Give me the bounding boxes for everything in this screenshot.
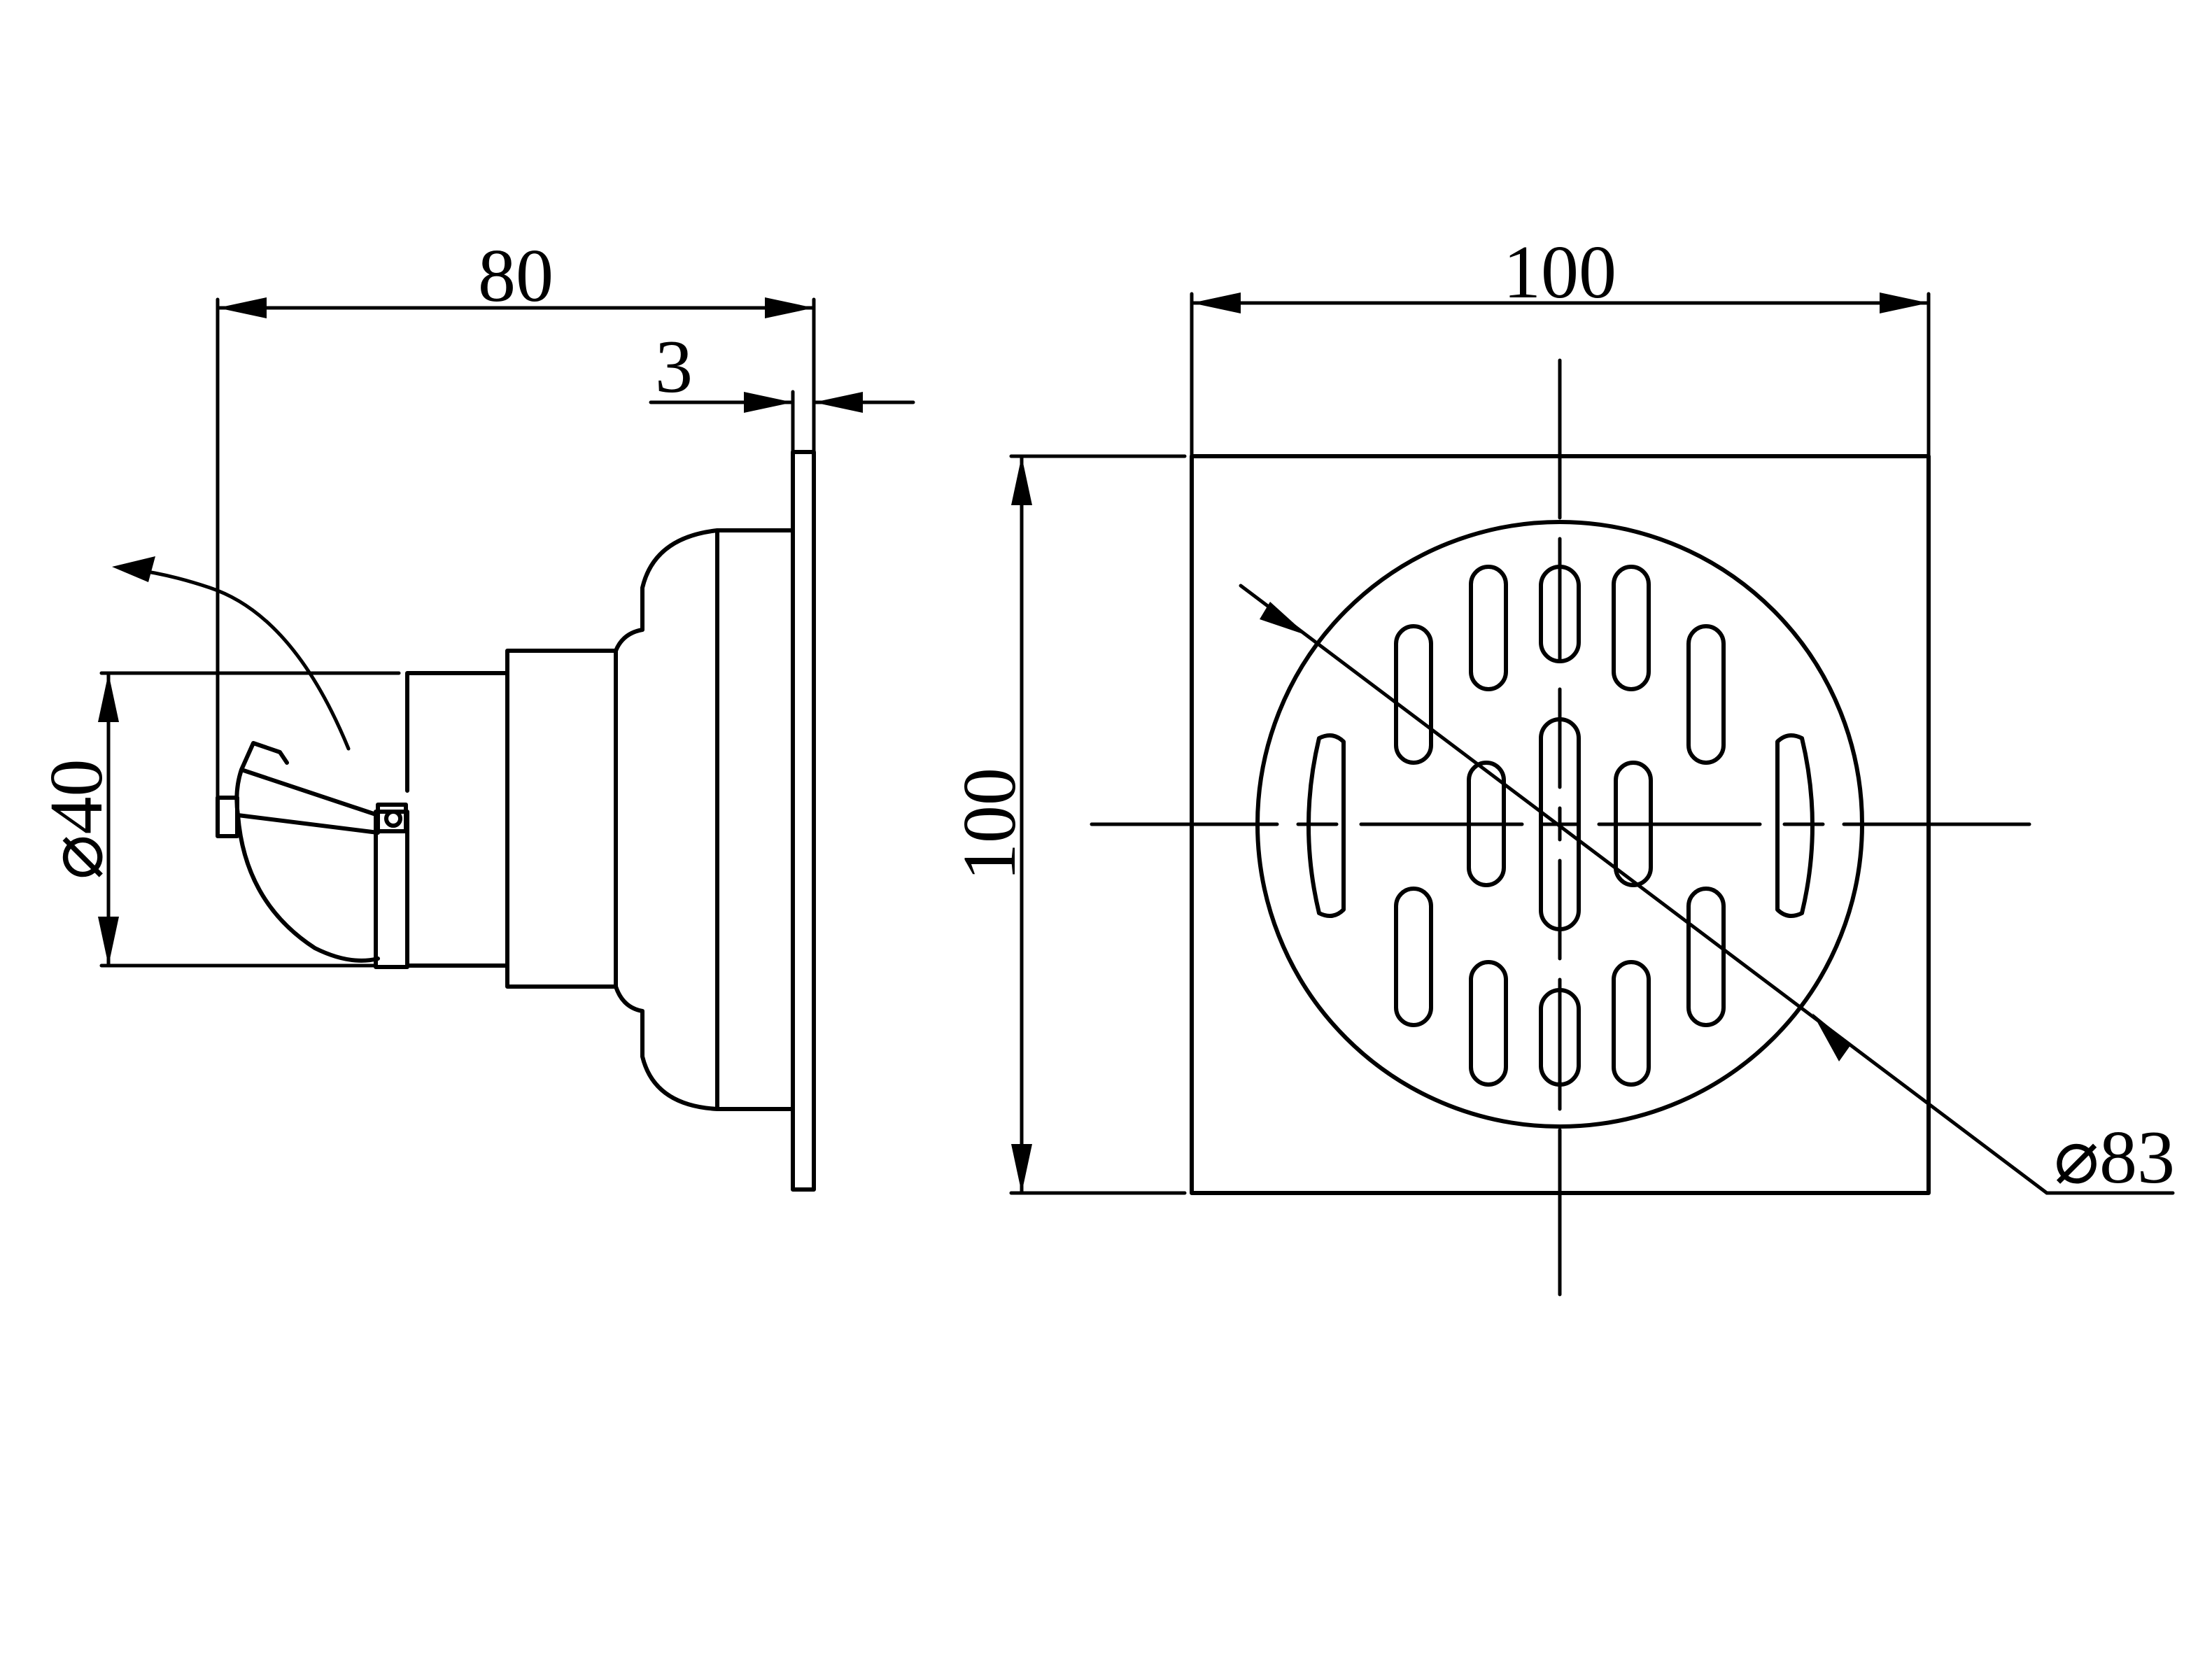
grate-slots — [1306, 565, 1815, 1087]
flap-swing-arc — [131, 567, 351, 751]
flap-swing-arrowhead — [112, 556, 155, 582]
flange-plate — [791, 450, 816, 1192]
dim-100-v-arrow-top — [1011, 456, 1032, 505]
slot — [1394, 624, 1433, 765]
slot — [1306, 733, 1346, 918]
slot — [1614, 761, 1653, 887]
slot — [1394, 887, 1433, 1027]
dim-80-arrow-left — [218, 297, 267, 318]
slot — [1539, 988, 1581, 1087]
dim-40-arrow-top — [98, 673, 119, 722]
slot — [1686, 624, 1726, 765]
hinge-block — [376, 803, 408, 833]
slot — [1612, 565, 1651, 691]
dim-40-label: ⌀40 — [35, 758, 118, 880]
slot — [1469, 960, 1508, 1087]
drain-body — [614, 528, 795, 1111]
dim-80-arrow-right — [765, 297, 814, 318]
drain-neck — [505, 649, 618, 989]
hinge-pin — [384, 810, 402, 828]
dim-100-h-arrow-right — [1880, 292, 1929, 313]
center-lines — [1090, 358, 2031, 1297]
dim-40-arrow-bottom — [98, 917, 119, 966]
dim-80-label: 80 — [478, 234, 554, 318]
dim-83-label: ⌀83 — [2054, 1116, 2175, 1199]
outlet-pipe — [405, 671, 509, 968]
dim-3-arrow-left — [744, 392, 793, 413]
slot — [1686, 887, 1726, 1027]
dim-100-v-arrow-bottom — [1011, 1144, 1032, 1193]
slot — [1775, 733, 1815, 918]
dim-83-arrow-top — [1260, 602, 1307, 635]
dim-83-arrow-bottom — [1812, 1013, 1851, 1061]
slot — [1539, 717, 1581, 931]
valve-flap — [234, 741, 380, 963]
flap-tab — [216, 796, 239, 838]
side-view: 80 3 ⌀40 — [35, 234, 915, 1192]
slot — [1469, 565, 1508, 691]
dim-100-h-arrow-left — [1192, 292, 1241, 313]
slot — [1612, 960, 1651, 1087]
dim-100-v-label: 100 — [948, 768, 1031, 881]
dim-3-label: 3 — [655, 325, 693, 409]
slot — [1467, 761, 1506, 887]
dim-100-h-label: 100 — [1503, 231, 1616, 314]
dim-3-arrow-right — [814, 392, 863, 413]
slot — [1539, 565, 1581, 663]
dim-83-leader — [1239, 584, 2049, 1195]
top-view: ⌀83 100 100 — [948, 231, 2175, 1297]
pipe-collar — [374, 810, 409, 969]
